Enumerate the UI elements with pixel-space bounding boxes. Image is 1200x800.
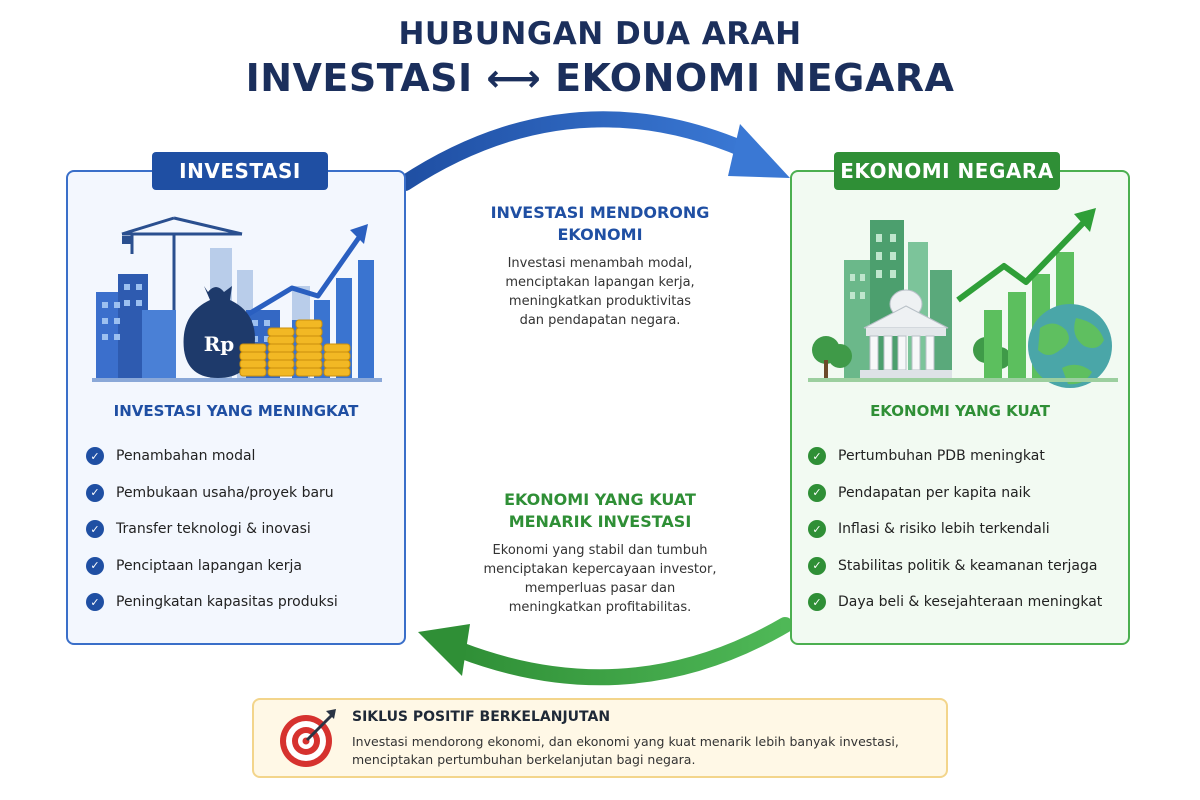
list-item: ✓Pembukaan usaha/proyek baru (86, 475, 338, 512)
cycle-description: Investasi mendorong ekonomi, dan ekonomi… (352, 734, 899, 767)
check-circle-icon: ✓ (86, 483, 104, 502)
flow-top-description: Investasi menambah modal, menciptakan la… (505, 256, 695, 328)
investasi-tag: INVESTASI (152, 152, 328, 190)
arrow-left-curved-icon (418, 617, 793, 686)
list-item: ✓Pendapatan per kapita naik (808, 475, 1102, 512)
check-circle-icon: ✓ (86, 447, 104, 466)
check-circle-icon: ✓ (86, 593, 104, 612)
list-item: ✓Daya beli & kesejahteraan meningkat (808, 584, 1102, 621)
check-circle-icon: ✓ (808, 593, 826, 612)
check-circle-icon: ✓ (808, 520, 826, 539)
ekonomi-tag: EKONOMI NEGARA (834, 152, 1060, 190)
check-circle-icon: ✓ (808, 447, 826, 466)
money-bag-icon: Rp (183, 286, 255, 378)
investasi-subheading: INVESTASI YANG MENINGKAT (113, 402, 359, 420)
check-circle-icon: ✓ (808, 483, 826, 502)
cycle-summary-box (252, 698, 948, 778)
flow-bottom-description: Ekonomi yang stabil dan tumbuh menciptak… (483, 543, 717, 615)
check-circle-icon: ✓ (86, 520, 104, 539)
list-item: ✓Penciptaan lapangan kerja (86, 548, 338, 585)
investment-city-illustration: Rp (92, 216, 382, 382)
list-item: ✓Pertumbuhan PDB meningkat (808, 438, 1102, 475)
ekonomi-subheading: EKONOMI YANG KUAT (870, 402, 1050, 420)
flow-bottom-text: EKONOMI YANG KUAT MENARIK INVESTASI Ekon… (450, 489, 750, 617)
ekonomi-panel (790, 170, 1130, 645)
list-item: ✓Peningkatan kapasitas produksi (86, 584, 338, 621)
list-item: ✓Inflasi & risiko lebih terkendali (808, 511, 1102, 548)
flow-top-heading: INVESTASI MENDORONG EKONOMI (490, 203, 710, 244)
arrow-right-curved-icon (397, 111, 790, 191)
flow-top-text: INVESTASI MENDORONG EKONOMI Investasi me… (450, 202, 750, 330)
flow-bottom-heading: EKONOMI YANG KUAT MENARIK INVESTASI (504, 490, 696, 531)
title-line-1: HUBUNGAN DUA ARAH (398, 16, 802, 52)
list-item: ✓Stabilitas politik & keamanan terjaga (808, 548, 1102, 585)
globe-icon (1028, 304, 1112, 388)
ekonomi-list: ✓Pertumbuhan PDB meningkat ✓Pendapatan p… (808, 438, 1102, 621)
cycle-heading: SIKLUS POSITIF BERKELANJUTAN (352, 709, 611, 725)
coin-stacks-icon (239, 319, 351, 377)
economy-city-illustration (808, 208, 1118, 388)
list-item: ✓Transfer teknologi & inovasi (86, 511, 338, 548)
growth-arrow-icon (240, 224, 368, 321)
growth-arrow-icon (956, 208, 1096, 303)
money-bag-label: Rp (204, 332, 235, 356)
investasi-list: ✓Penambahan modal ✓Pembukaan usaha/proye… (86, 438, 338, 621)
title-line-2: INVESTASI ⟷ EKONOMI NEGARA (245, 56, 955, 100)
check-circle-icon: ✓ (808, 556, 826, 575)
list-item: ✓Penambahan modal (86, 438, 338, 475)
check-circle-icon: ✓ (86, 556, 104, 575)
government-building-icon (860, 289, 952, 378)
target-icon (280, 709, 336, 767)
